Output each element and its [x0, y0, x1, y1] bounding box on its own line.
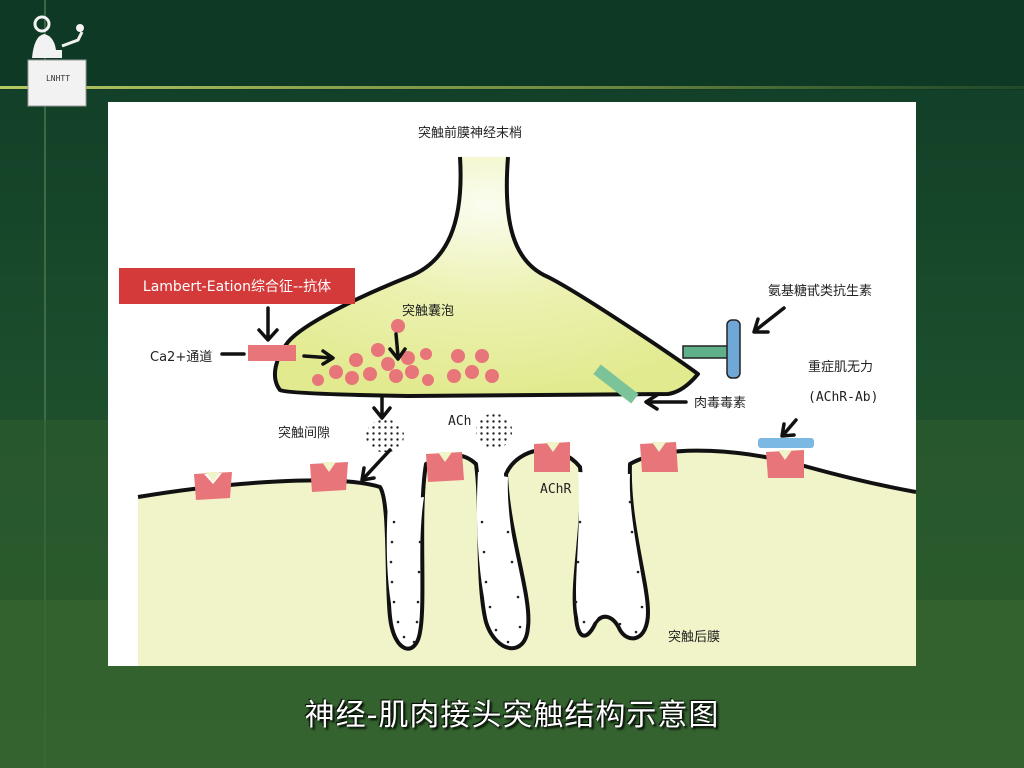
junctional-fold-2 — [476, 472, 522, 640]
arrow-antibiotic — [752, 306, 786, 334]
logo: LNHTT — [22, 10, 92, 110]
receptor-3 — [426, 452, 464, 482]
diagram-panel: Lambert-Eation综合征--抗体 突触前膜神经末梢 Ca2+通道 突触… — [108, 102, 916, 666]
arrow-cleft-receptor — [360, 448, 392, 482]
ca-channel — [248, 345, 296, 361]
botulinum-label: 肉毒毒素 — [694, 396, 747, 411]
arrow-lambert — [257, 306, 279, 342]
postsynaptic-label: 突触后膜 — [668, 630, 721, 645]
receptor-6 — [766, 450, 804, 478]
vesicle-label: 突触囊泡 — [402, 304, 455, 319]
aminoglycoside-label: 氨基糖甙类抗生素 — [768, 284, 873, 299]
receptors — [194, 442, 804, 500]
ach-cloud-2 — [476, 414, 512, 448]
receptor-1 — [194, 472, 232, 500]
botulinum-toxin — [593, 364, 639, 404]
logo-text: LNHTT — [45, 74, 71, 83]
presynaptic-terminal — [272, 156, 700, 398]
arrow-cleft — [372, 394, 392, 420]
arrow-antibody — [780, 418, 798, 438]
myasthenia-label: 重症肌无力 — [808, 360, 874, 375]
antibiotic-stem — [682, 345, 730, 359]
lambert-eaton-label: Lambert-Eation综合征--抗体 — [119, 268, 355, 304]
cleft-label: 突触间隙 — [278, 426, 331, 441]
junctional-fold-3 — [576, 472, 644, 634]
postsynaptic-membrane-outline — [137, 447, 916, 651]
arrow-vesicle — [388, 332, 407, 361]
receptor-2 — [310, 462, 348, 492]
antibiotic-head — [726, 319, 741, 379]
ach-cloud-1 — [366, 420, 404, 452]
achr-ab-label: (AChR-Ab) — [808, 390, 879, 405]
receptor-5 — [640, 442, 678, 472]
receptor-4 — [534, 442, 570, 472]
synapse-diagram — [137, 156, 916, 666]
arrows — [220, 306, 798, 482]
ca-channel-label: Ca2+通道 — [150, 350, 213, 365]
junctional-fold-1 — [386, 497, 424, 644]
postsynaptic-membrane — [138, 449, 916, 666]
fold-stipple — [389, 500, 644, 644]
achr-antibody — [758, 438, 814, 448]
synaptic-vesicles — [312, 319, 499, 386]
presynaptic-terminal-label: 突触前膜神经末梢 — [418, 126, 523, 141]
arrow-botulinum — [644, 393, 688, 411]
achr-label: AChR — [540, 482, 572, 497]
ach-label: ACh — [448, 414, 472, 429]
arrow-ca-vesicle — [302, 349, 335, 366]
slide-caption: 神经-肌肉接头突触结构示意图 — [304, 698, 720, 733]
